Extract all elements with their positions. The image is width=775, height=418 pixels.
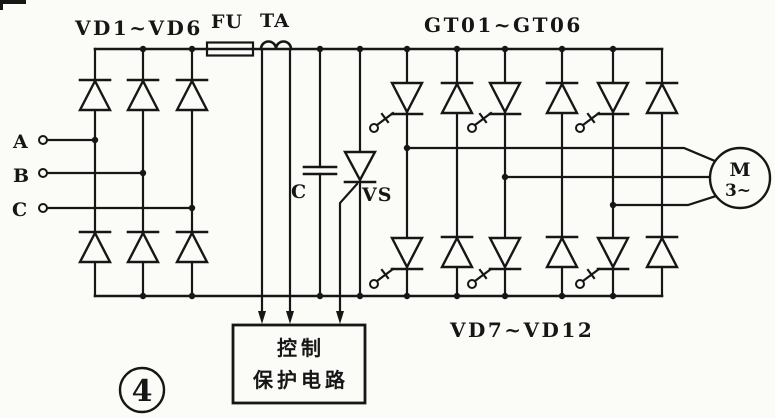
arrow-down-icon: [286, 311, 294, 324]
figure-number: 4: [132, 374, 153, 409]
vs-label: VS: [361, 184, 392, 206]
junction-dot: [558, 45, 566, 53]
gto-thyristor-symbol: [596, 236, 630, 271]
junction-dot: [609, 201, 617, 209]
arrow-down-icon: [336, 311, 344, 324]
gto-thyristor-symbol: [390, 81, 424, 116]
motor-phase-label: 3~: [725, 181, 751, 201]
rectifier-diodes-label: VD1~VD6: [74, 16, 203, 40]
protection-thyristor-vs: [342, 47, 378, 298]
junction-dot: [139, 45, 147, 53]
junction-dot: [403, 144, 411, 152]
inverter-diodes-label: VD7~VD12: [449, 318, 594, 342]
gto-thyristor-symbol: [488, 236, 522, 271]
ac-input-lines: [45, 138, 194, 210]
junction-dot: [316, 45, 324, 53]
diode-symbol: [545, 81, 579, 115]
motor: M 3~: [708, 146, 772, 210]
junction-dot: [139, 169, 147, 177]
diode-symbol: [78, 78, 112, 112]
diode-symbol: [440, 235, 474, 269]
figure-number-circle: [118, 366, 166, 414]
junction-dot: [501, 173, 509, 181]
filter-capacitor: [302, 47, 338, 298]
control-signal-leads: [258, 47, 359, 324]
gate-terminal-icon: [466, 111, 493, 134]
gto-thyristor-symbol: [596, 81, 630, 116]
gate-terminal-icon: [368, 267, 395, 290]
junction-dot: [356, 292, 364, 300]
terminal-a-icon: [38, 135, 48, 145]
junction-dot: [558, 292, 566, 300]
junction-dot: [316, 292, 324, 300]
arrow-down-icon: [258, 311, 266, 324]
junction-dots: [91, 45, 617, 300]
junction-dot: [403, 45, 411, 53]
scan-artifact: [0, 0, 26, 10]
terminal-c-icon: [38, 203, 48, 213]
junction-dot: [453, 292, 461, 300]
diode-symbol: [126, 78, 160, 112]
junction-dot: [501, 45, 509, 53]
gto-thyristor-symbol: [390, 236, 424, 271]
figure-number-badge: 4: [118, 366, 166, 414]
current-transformer-symbol: [259, 40, 293, 51]
gto-thyristor-symbol: [488, 81, 522, 116]
gate-terminal-icon: [466, 267, 493, 290]
junction-dot: [501, 292, 509, 300]
diode-symbol: [126, 230, 160, 264]
junction-dot: [188, 45, 196, 53]
gate-terminal-icon: [574, 111, 601, 134]
fuse-label: FU: [211, 11, 243, 33]
junction-dot: [188, 204, 196, 212]
capacitor-label: C: [291, 181, 307, 203]
phase-a-label: A: [12, 131, 29, 153]
junction-dot: [609, 292, 617, 300]
phase-line-u: [405, 146, 717, 163]
motor-label: M: [729, 159, 750, 181]
junction-dot: [609, 45, 617, 53]
control-protection-box: 控制 保护电路: [231, 323, 367, 405]
control-box-label-line2: 保护电路: [252, 368, 349, 392]
motor-circle: [708, 146, 772, 210]
phase-line-w: [611, 194, 718, 207]
junction-dot: [139, 292, 147, 300]
phase-c-label: C: [12, 199, 28, 221]
current-transformer-label: TA: [260, 10, 290, 32]
gate-terminal-icon: [574, 267, 601, 290]
inverter-bridge: [368, 81, 679, 290]
diode-symbol: [175, 230, 209, 264]
diode-symbol: [645, 235, 679, 269]
junction-dot: [403, 292, 411, 300]
phase-b-label: B: [13, 165, 30, 187]
diode-symbol: [175, 78, 209, 112]
thyristor-symbol: [342, 150, 378, 183]
control-box-outline: [231, 323, 367, 405]
inverter-thyristors-label: GT01~GT06: [424, 13, 583, 37]
diode-symbol: [78, 230, 112, 264]
junction-dot: [188, 292, 196, 300]
junction-dot: [91, 136, 99, 144]
gate-terminal-icon: [368, 111, 395, 134]
phase-output-lines: [405, 146, 718, 207]
diode-symbol: [645, 81, 679, 115]
fuse-symbol: [205, 41, 255, 57]
vs-gate-lead: [338, 182, 359, 314]
diode-symbol: [545, 235, 579, 269]
ac-input-terminals: [38, 135, 48, 213]
control-box-label-line1: 控制: [277, 336, 325, 360]
junction-dot: [453, 45, 461, 53]
terminal-b-icon: [38, 168, 48, 178]
junction-dot: [356, 45, 364, 53]
diode-symbol: [440, 81, 474, 115]
